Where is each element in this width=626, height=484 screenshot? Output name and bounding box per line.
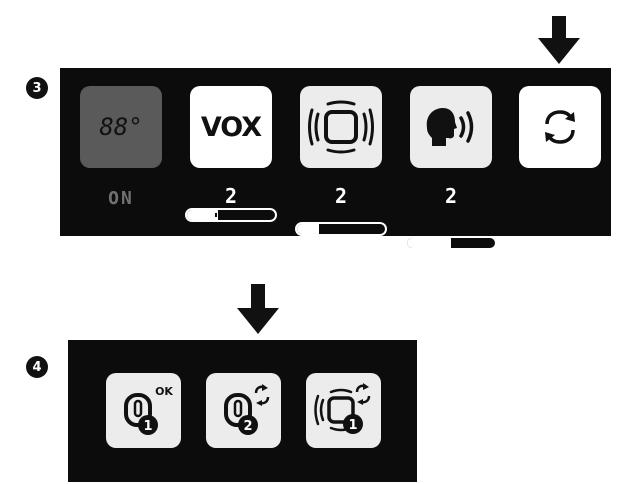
sync-arrows-icon <box>545 110 575 144</box>
step4-panel: 1 OK 2 1 <box>68 340 417 482</box>
temperature-display: 88° <box>99 113 143 141</box>
speech-level-bar[interactable] <box>405 236 497 250</box>
temperature-status: ON <box>108 188 134 209</box>
sync-tile[interactable] <box>519 86 601 168</box>
device-sync-sub: 2 <box>243 419 252 434</box>
temperature-tile[interactable]: 88° <box>80 86 162 168</box>
step-badge-4: 4 <box>26 356 48 378</box>
vox-level-value: 2 <box>224 184 238 208</box>
level-bar-fill <box>407 238 451 248</box>
device-ok-sub: 1 <box>143 419 152 434</box>
level-bar-fill <box>187 210 218 220</box>
vibrate-level-bar[interactable] <box>295 222 387 236</box>
step-badge-3: 3 <box>26 77 48 99</box>
vibrate-level-value: 2 <box>334 184 348 208</box>
device-ok-corner: OK <box>155 385 173 398</box>
sync-arrows-icon <box>254 383 269 406</box>
vibrate-sync-tile[interactable]: 1 <box>306 373 381 448</box>
speech-tile[interactable] <box>410 86 492 168</box>
vibrate-tile[interactable] <box>300 86 382 168</box>
device-ok-tile[interactable]: 1 OK <box>106 373 181 448</box>
vox-level-bar[interactable] <box>185 208 277 222</box>
vox-tile[interactable]: VOX <box>190 86 272 168</box>
vox-label: VOX <box>200 111 262 143</box>
device-sync-tile[interactable]: 2 <box>206 373 281 448</box>
vibrate-sync-sub: 1 <box>348 418 357 433</box>
vibrate-sync-icon: 1 <box>313 382 370 434</box>
down-arrow-icon <box>237 284 279 334</box>
down-arrow-icon <box>538 16 580 64</box>
vibrate-frame-icon <box>308 100 374 154</box>
level-bar-tick <box>323 227 325 231</box>
speech-level-value: 2 <box>444 184 458 208</box>
device-sync-icon: 2 <box>223 383 269 435</box>
level-bar-tick <box>215 213 217 217</box>
speaking-head-icon <box>426 108 474 146</box>
sync-arrows-icon <box>355 382 370 405</box>
device-ok-icon: 1 OK <box>123 385 173 435</box>
step3-panel: 88° ON VOX 2 2 <box>60 68 611 250</box>
level-bar-fill <box>297 224 319 234</box>
